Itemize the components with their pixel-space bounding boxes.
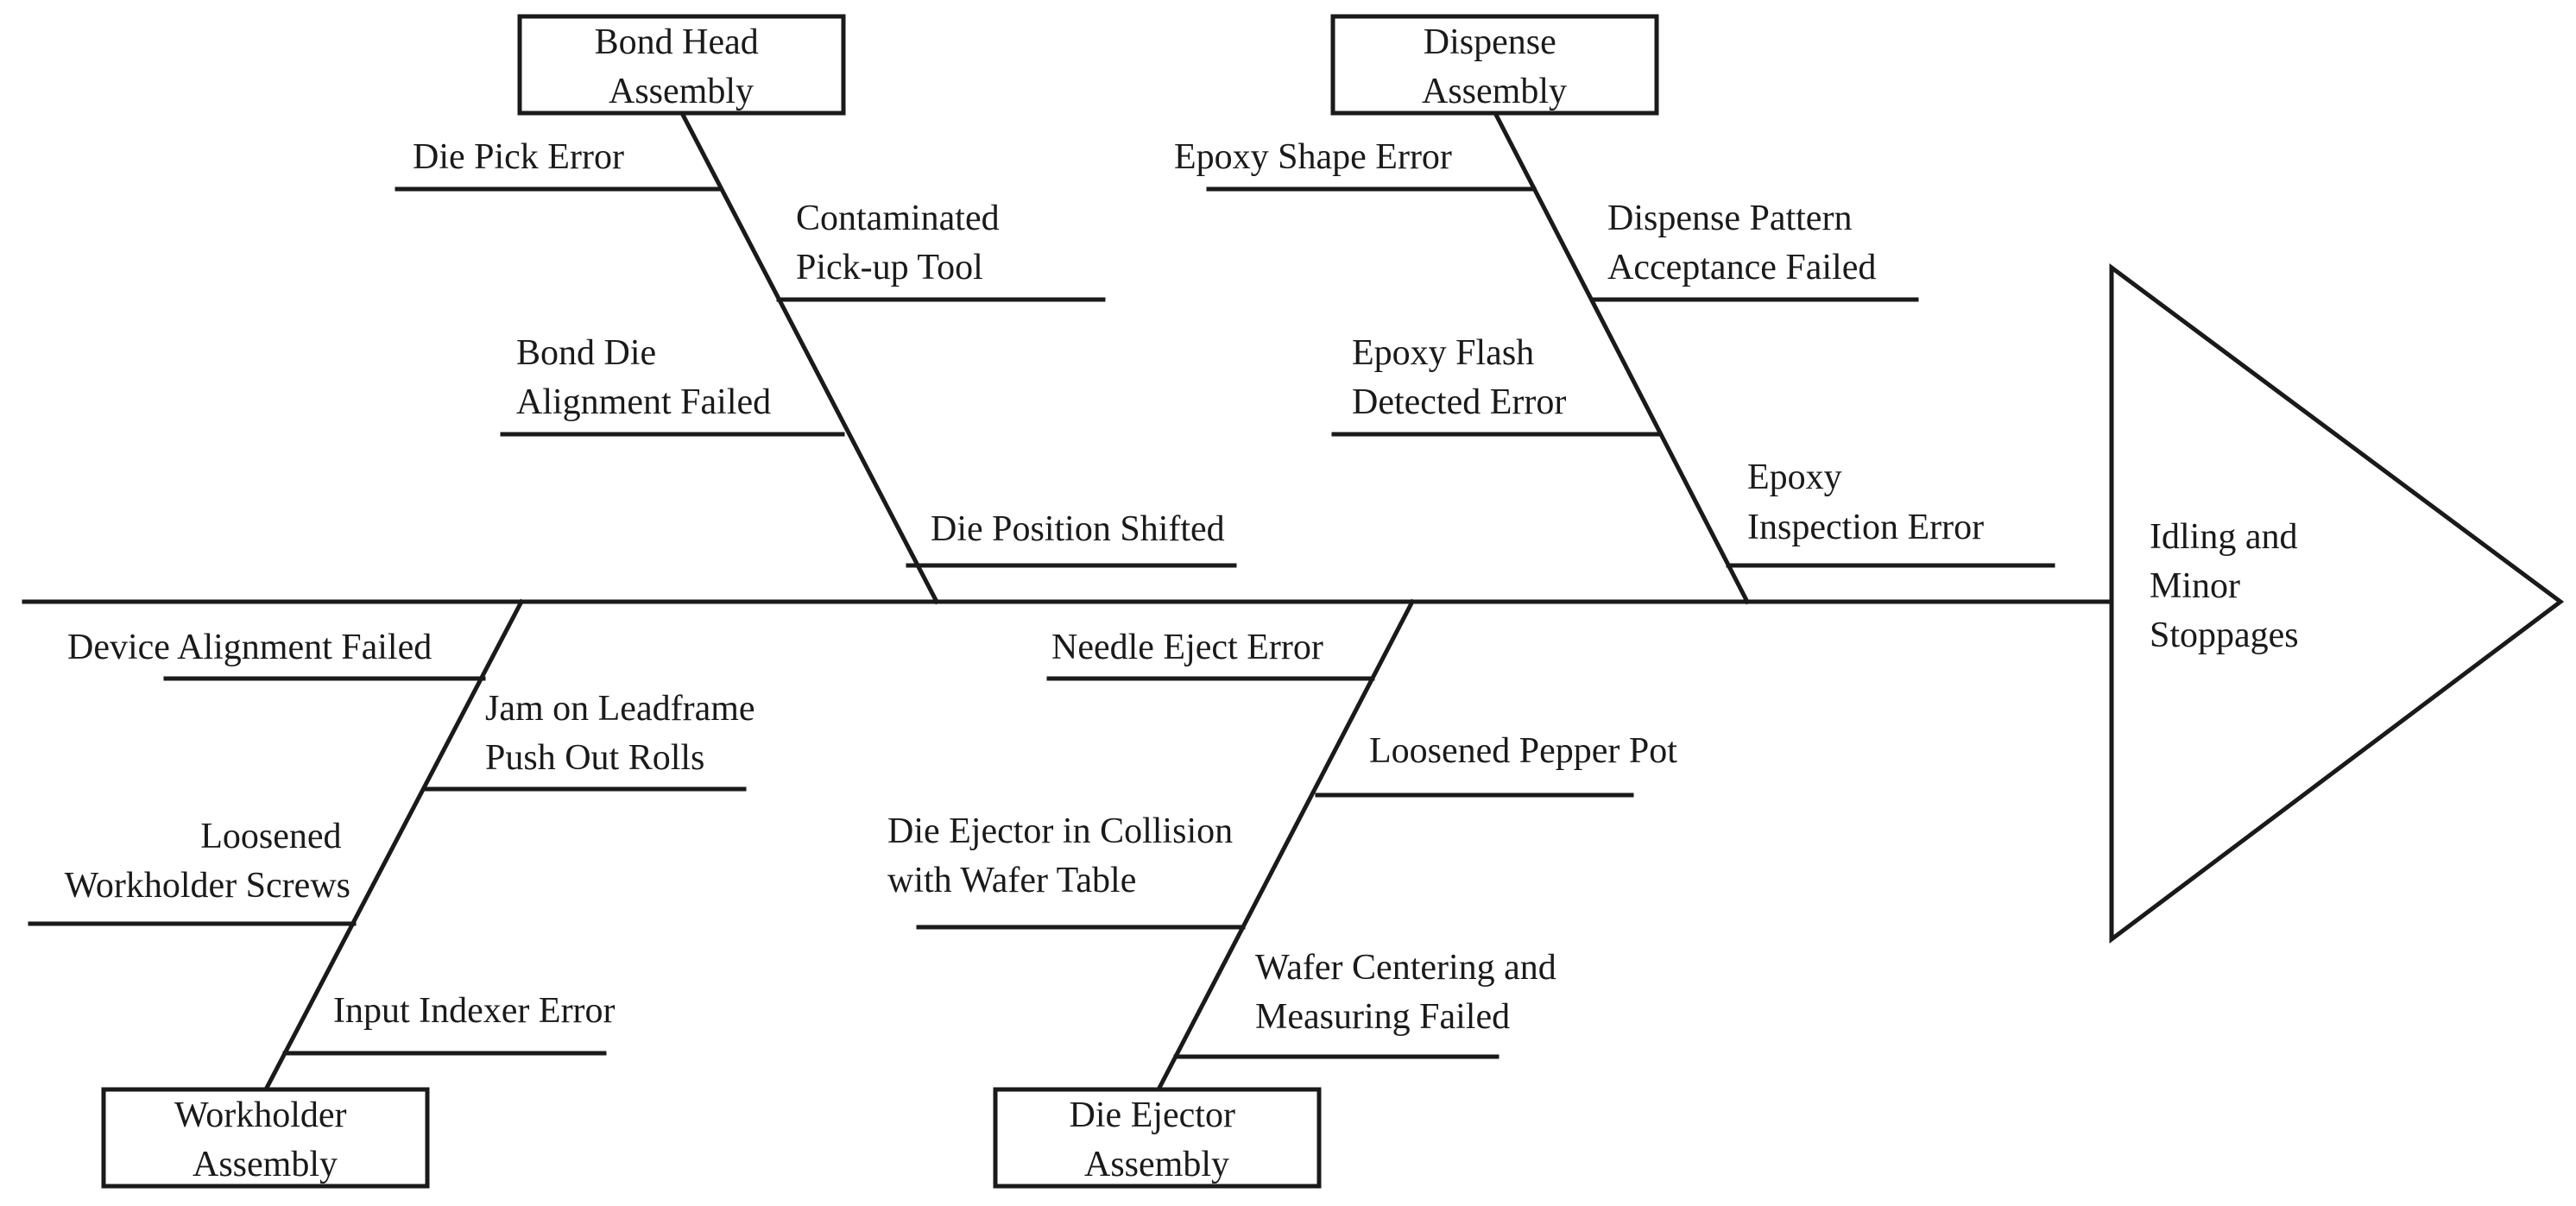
cause-label: Die Ejector in Collision with Wafer Tabl… — [887, 811, 1242, 900]
cause-label-line: Loosened — [200, 817, 341, 856]
cause-label-line: Pick-up Tool — [796, 248, 983, 287]
cause-label-line: Die Position Shifted — [931, 509, 1225, 549]
category-box — [993, 1087, 1322, 1189]
category-die-ejector: Die Ejector Assembly Needle Eject Error … — [887, 598, 1677, 1189]
category-label: Bond Head Assembly — [595, 22, 768, 111]
category-label-line: Die Ejector — [1070, 1096, 1235, 1135]
category-label-line: Dispense — [1424, 22, 1556, 62]
category-bone — [262, 598, 525, 1093]
cause-label-line: Workholder Screws — [65, 866, 350, 906]
effect-label-line: Idling and — [2150, 517, 2297, 557]
category-box — [517, 14, 846, 116]
cause-label-line: Needle Eject Error — [1051, 628, 1323, 667]
category-label: Dispense Assembly — [1422, 22, 1567, 111]
category-label-line: Assembly — [1084, 1145, 1229, 1184]
cause-label: Epoxy Shape Error — [1174, 137, 1452, 177]
cause-label-line: Jam on Leadframe — [485, 689, 755, 729]
category-bond-head: Bond Head Assembly Die Pick Error Contam… — [395, 14, 1237, 605]
category-box — [1330, 14, 1659, 116]
cause-label: Epoxy Flash Detected Error — [1352, 333, 1566, 422]
category-label-line: Assembly — [609, 72, 754, 111]
category-label: Workholder Assembly — [174, 1096, 356, 1184]
cause-label: Device Alignment Failed — [67, 628, 432, 667]
cause-label-line: Epoxy Shape Error — [1174, 137, 1452, 177]
category-label: Die Ejector Assembly — [1070, 1096, 1245, 1184]
cause-label: Contaminated Pick-up Tool — [796, 199, 1008, 287]
category-label-line: Workholder — [174, 1096, 347, 1135]
cause-label-line: Alignment Failed — [516, 382, 771, 422]
category-label-line: Assembly — [1422, 72, 1567, 111]
cause-label-line: Die Pick Error — [413, 137, 624, 177]
cause-label: Jam on Leadframe Push Out Rolls — [485, 689, 764, 778]
cause-label-line: with Wafer Table — [887, 861, 1136, 900]
cause-label-line: Acceptance Failed — [1607, 248, 1876, 287]
category-bone — [1492, 110, 1751, 605]
cause-label: Needle Eject Error — [1051, 628, 1323, 667]
category-label-line: Bond Head — [595, 22, 759, 62]
cause-label: Loosened Pepper Pot — [1369, 731, 1677, 771]
cause-label-line: Epoxy Flash — [1352, 333, 1534, 373]
cause-label-line: Device Alignment Failed — [67, 628, 432, 667]
cause-label-line: Contaminated — [796, 199, 1000, 238]
cause-label: Wafer Centering and Measuring Failed — [1255, 948, 1565, 1037]
category-box — [101, 1087, 430, 1189]
effect-label-line: Stoppages — [2150, 616, 2299, 655]
category-dispense: Dispense Assembly Epoxy Shape Error Disp… — [1174, 14, 2055, 605]
cause-label: Die Position Shifted — [931, 509, 1225, 549]
cause-label-line: Input Indexer Error — [333, 991, 616, 1031]
cause-label-line: Wafer Centering and — [1255, 948, 1556, 988]
cause-label: Epoxy Inspection Error — [1747, 458, 1984, 547]
cause-label: Die Pick Error — [413, 137, 624, 177]
cause-label-line: Bond Die — [516, 333, 656, 373]
cause-label-line: Epoxy — [1747, 458, 1842, 497]
category-bone — [1155, 598, 1416, 1093]
category-workholder: Workholder Assembly Device Alignment Fai… — [28, 598, 764, 1189]
cause-label: Dispense Pattern Acceptance Failed — [1607, 199, 1876, 287]
cause-label-line: Push Out Rolls — [485, 738, 704, 778]
category-bone — [679, 110, 940, 605]
effect-label: Idling and Minor Stoppages — [2150, 517, 2307, 655]
cause-label: Loosened Workholder Screws — [65, 817, 350, 906]
cause-label-line: Inspection Error — [1747, 508, 1984, 547]
category-label-line: Assembly — [193, 1145, 338, 1184]
cause-label-line: Dispense Pattern — [1607, 199, 1852, 238]
cause-label: Bond Die Alignment Failed — [516, 333, 771, 422]
cause-label: Input Indexer Error — [333, 991, 616, 1031]
cause-label-line: Detected Error — [1352, 382, 1566, 422]
effect-head-triangle — [2109, 263, 2565, 944]
cause-label-line: Loosened Pepper Pot — [1369, 731, 1677, 771]
cause-label-line: Measuring Failed — [1255, 997, 1510, 1037]
effect-label-line: Minor — [2150, 566, 2240, 606]
cause-label-line: Die Ejector in Collision — [887, 811, 1233, 851]
